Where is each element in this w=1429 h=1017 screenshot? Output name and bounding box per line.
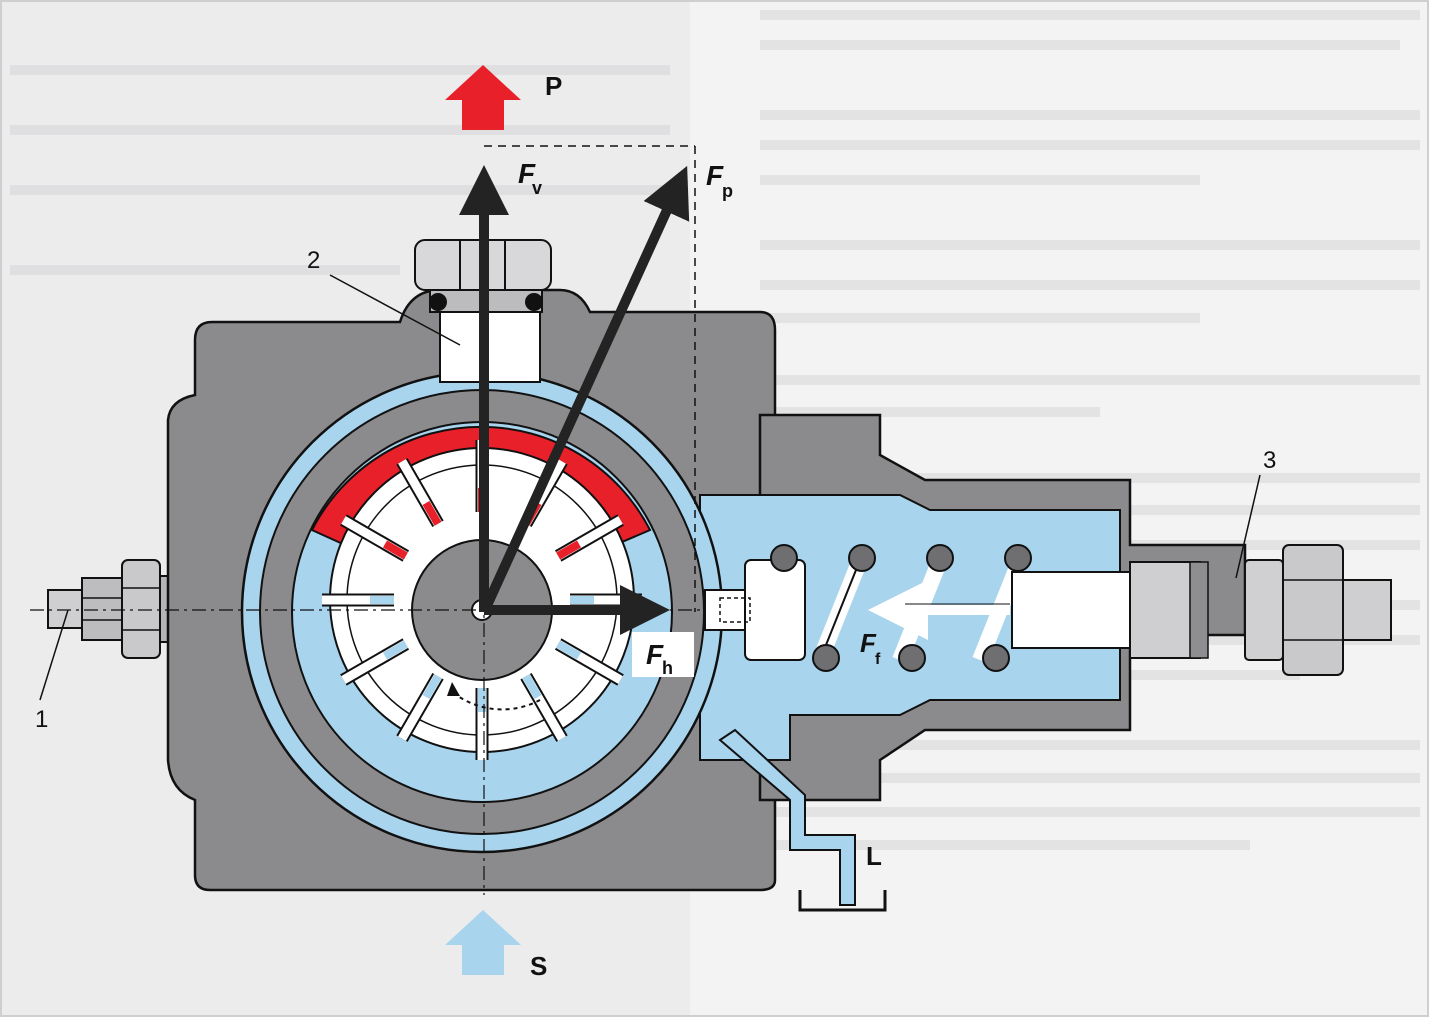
vanes [322, 440, 642, 760]
fh-label-box [632, 632, 694, 677]
force-arrow-fp [479, 165, 690, 615]
callout-2-label: 2 [307, 247, 320, 274]
force-fp-label: F [706, 160, 724, 191]
force-fh-label: F [646, 639, 664, 670]
tank-symbol [798, 890, 887, 912]
vane-root [383, 640, 408, 660]
force-parallelogram [484, 145, 696, 612]
callout-2-leader [329, 274, 461, 346]
force-fh-sub: h [662, 658, 673, 678]
pressure-port-label: P [545, 71, 562, 101]
rotation-arrow-head [447, 682, 460, 696]
force-ff-label: F [860, 628, 877, 658]
callout-1-leader [39, 609, 69, 701]
callout-3-label: 3 [1263, 447, 1276, 474]
pressure-port-arrow [445, 65, 521, 130]
vane-root [522, 674, 542, 699]
vane-root [422, 674, 442, 699]
force-fv-sub: v [532, 178, 542, 198]
leakage-line [718, 728, 856, 906]
suction-port-arrow [445, 910, 521, 975]
callout-1-label: 1 [35, 706, 48, 733]
rotation-arrow [449, 689, 541, 711]
spring-adjuster-right [1011, 544, 1392, 676]
vane-root [556, 640, 581, 660]
suction-port-label: S [530, 951, 547, 981]
callout-3-leader [1235, 474, 1261, 579]
vane-root [422, 501, 442, 526]
force-ff-sub: f [875, 651, 881, 668]
vane-root [383, 540, 408, 560]
force-fv-label: F [518, 158, 536, 189]
vane-root [556, 540, 581, 560]
leakage-port-label: L [866, 841, 882, 871]
force-fp-sub: p [722, 181, 733, 201]
